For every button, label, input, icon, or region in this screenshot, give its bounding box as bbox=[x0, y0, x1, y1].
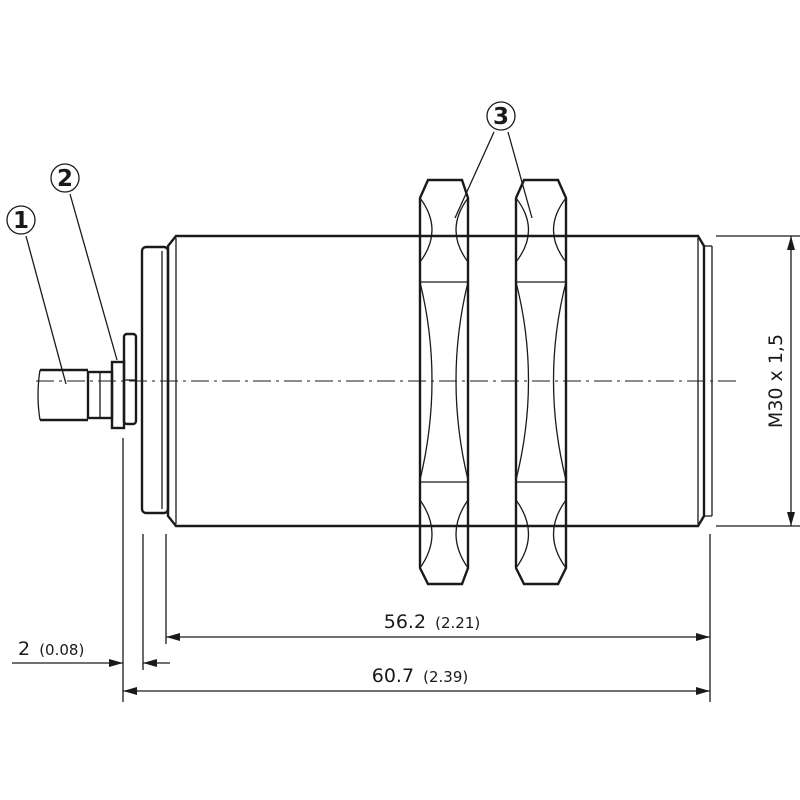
cable-gland bbox=[86, 332, 138, 430]
thread-label: M30 x 1,5 bbox=[765, 334, 787, 428]
flange bbox=[140, 245, 170, 515]
dimension-body-length: 56.2 (2.21) bbox=[166, 611, 710, 641]
callout-1: 1 bbox=[6, 205, 67, 385]
flange-thickness-value: 2 bbox=[18, 638, 30, 660]
svg-text:3: 3 bbox=[493, 104, 509, 130]
dimension-thread: M30 x 1,5 bbox=[765, 236, 795, 526]
hex-nut-right bbox=[514, 178, 568, 586]
svg-text:56.2 (2.21): 56.2 (2.21) bbox=[384, 611, 481, 633]
svg-text:1: 1 bbox=[13, 208, 29, 234]
svg-text:2: 2 bbox=[57, 166, 73, 192]
svg-text:60.7 (2.39): 60.7 (2.39) bbox=[372, 665, 469, 687]
body-length-value: 56.2 bbox=[384, 611, 426, 633]
callout-2: 2 bbox=[50, 163, 118, 361]
total-length-value: 60.7 bbox=[372, 665, 414, 687]
dimension-flange-thickness: 2 (0.08) bbox=[12, 638, 170, 667]
sensor-body bbox=[166, 234, 713, 528]
cable bbox=[37, 368, 88, 422]
hex-nut-left bbox=[418, 178, 470, 586]
total-length-inch: (2.39) bbox=[423, 668, 468, 686]
callout-3: 3 bbox=[454, 101, 533, 219]
body-length-inch: (2.21) bbox=[435, 614, 480, 632]
flange-thickness-inch: (0.08) bbox=[39, 641, 84, 659]
extension-lines bbox=[122, 235, 800, 702]
svg-text:2 (0.08): 2 (0.08) bbox=[18, 638, 84, 660]
dimension-total-length: 60.7 (2.39) bbox=[123, 665, 710, 695]
